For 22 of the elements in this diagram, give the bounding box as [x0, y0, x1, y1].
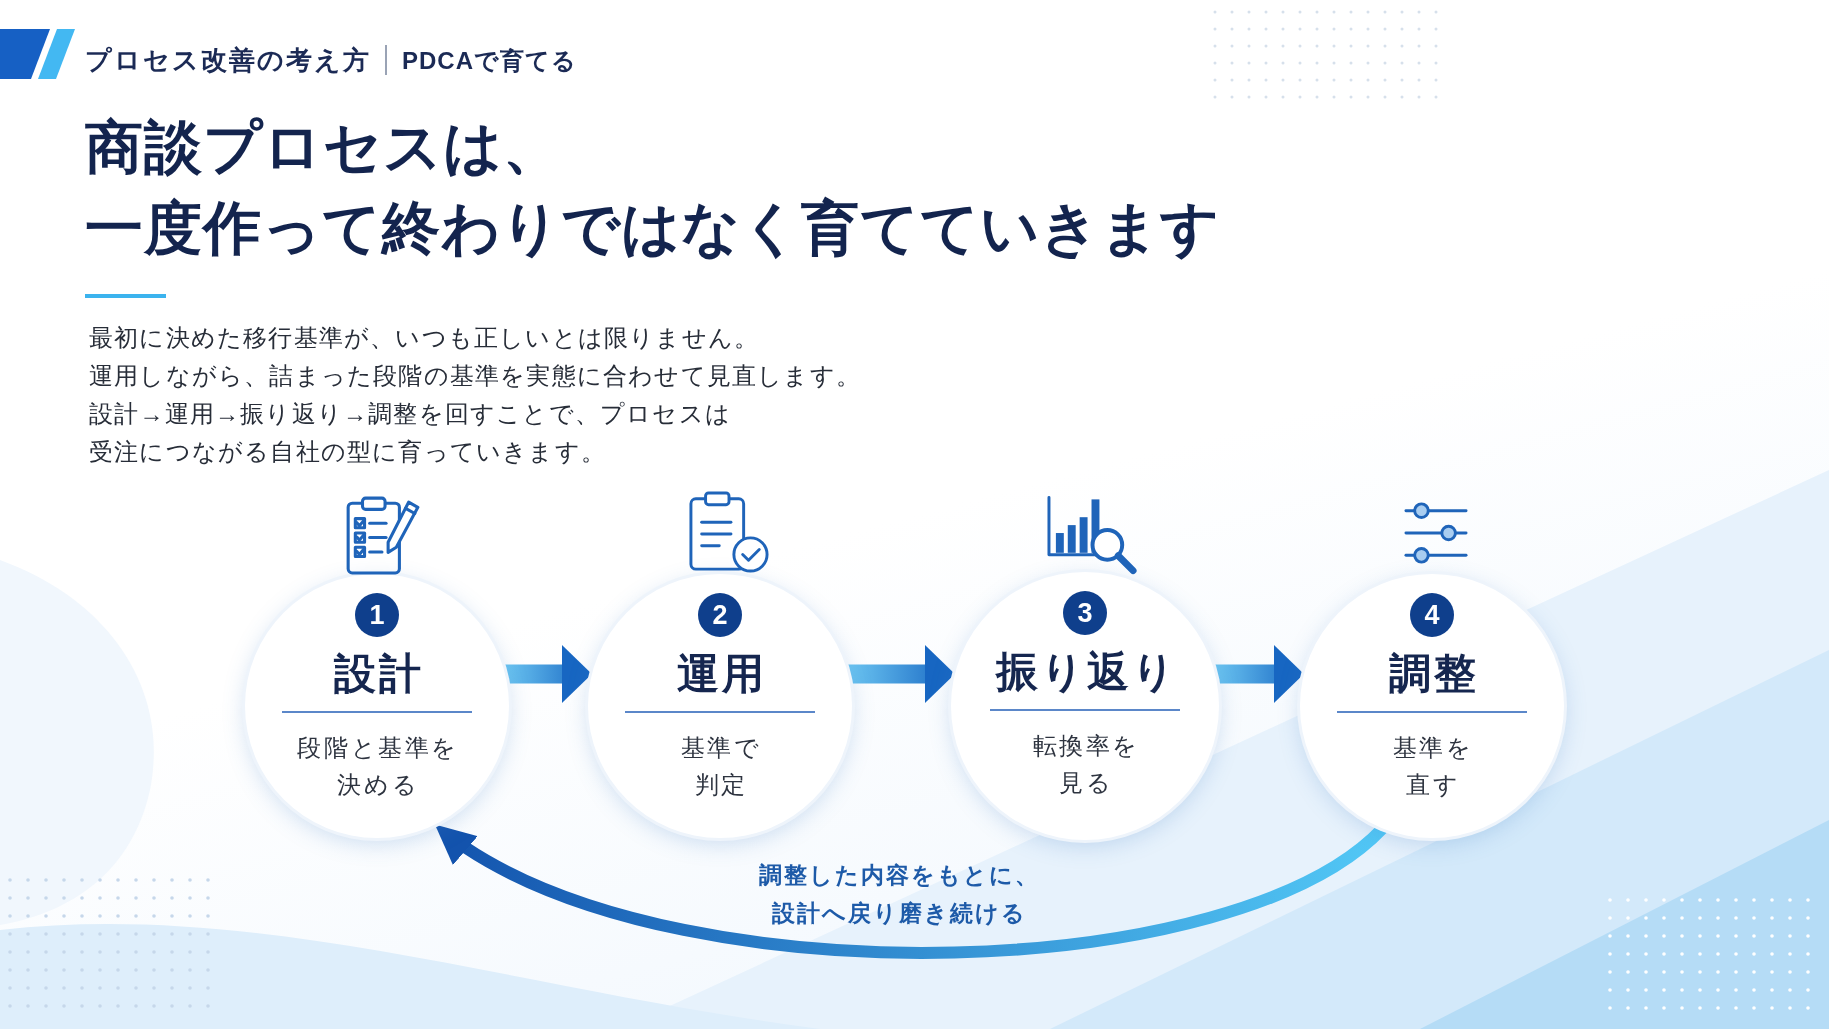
step-number: 2 — [698, 593, 742, 637]
page-title: 商談プロセスは、一度作って終わりではなく育てていきます — [85, 113, 1221, 262]
tagline-text: PDCAで育てる — [402, 46, 577, 76]
step-description: 基準を直す — [1391, 733, 1475, 800]
step-title: 設計 — [332, 649, 424, 699]
arrow — [848, 645, 955, 703]
step-title: 振り返り — [994, 647, 1178, 697]
step-description: 基準で判定 — [679, 733, 763, 800]
step-title: 調整 — [1387, 649, 1479, 699]
step-number: 4 — [1410, 593, 1454, 637]
step-number: 3 — [1063, 591, 1107, 635]
body-text: 設計→運用→振り返り→調整を回すことで、プロセスは受注につながる自社の型に育っていきます。 — [89, 399, 732, 467]
step-title: 運用 — [675, 649, 767, 699]
edge-label: 調整した内容をもとに、設計へ戻り磨き続ける — [757, 861, 1041, 928]
body-text: 最初に決めた移行基準が、いつも正しいとは限りません。 — [89, 323, 760, 353]
step-description: 段階と基準を決める — [296, 733, 461, 800]
eyebrow-text: プロセス改善の考え方 — [85, 44, 371, 77]
step-number: 1 — [355, 593, 399, 637]
arrow — [1215, 645, 1304, 703]
body-text: 運用しながら、詰まった段階の基準を実態に合わせて見直します。 — [89, 361, 861, 391]
arrow — [505, 645, 592, 703]
step-description: 転換率を見る — [1031, 731, 1141, 798]
